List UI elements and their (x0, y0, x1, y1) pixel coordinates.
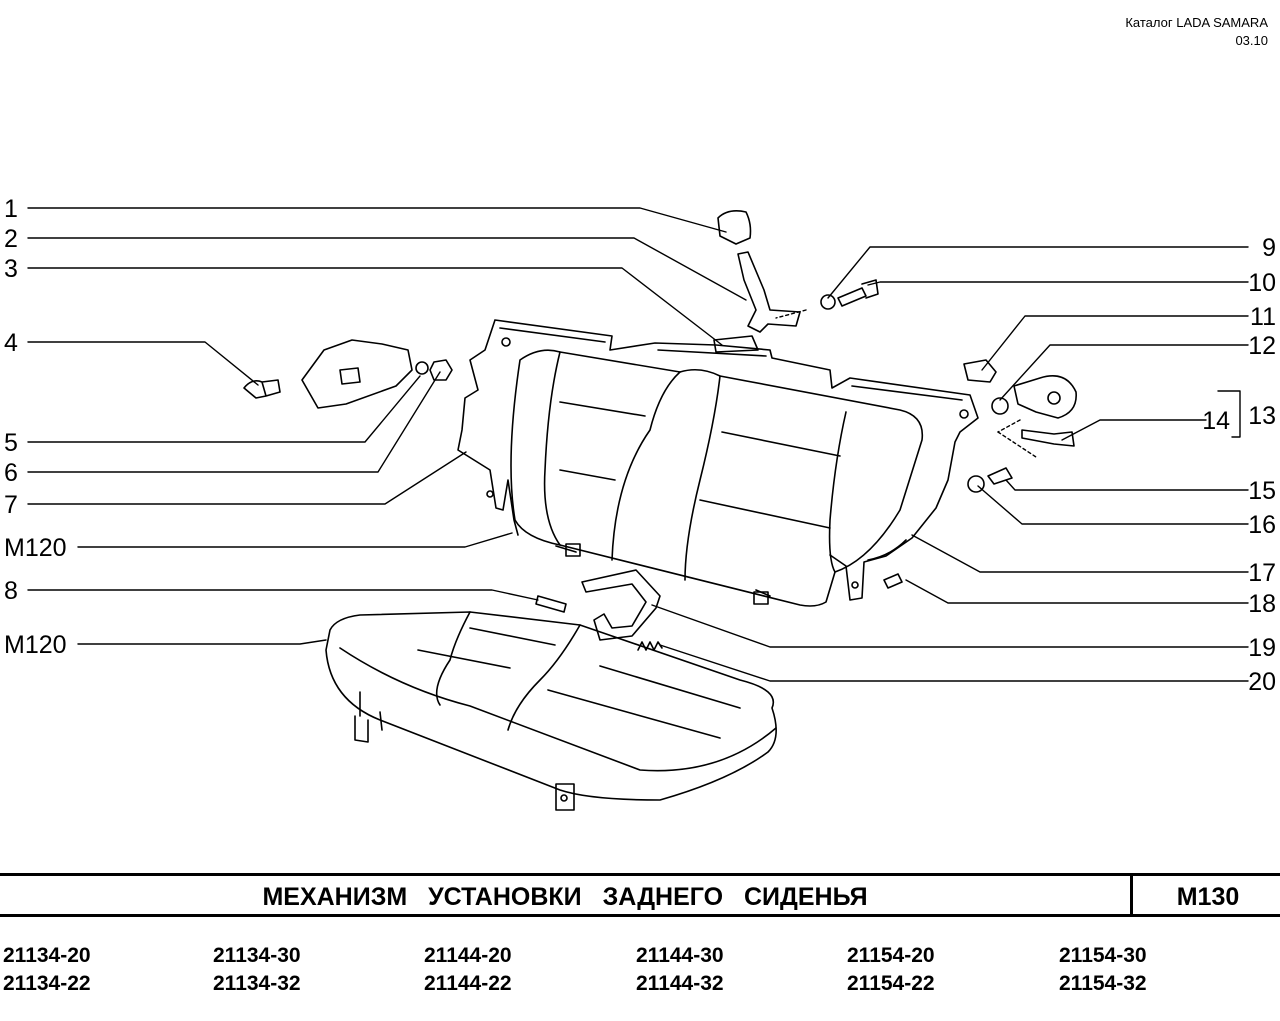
seat-back-frame (457, 319, 979, 601)
seat-cushion (325, 611, 777, 811)
model-row-2: 21134-22 21134-32 21144-22 21144-32 2115… (0, 972, 1280, 1000)
bracket-part-3 (713, 335, 759, 353)
model-code: 21144-22 (424, 972, 512, 995)
screw-part-18 (883, 573, 903, 589)
callout-labels: 1 2 3 4 5 6 7 M120 8 M120 9 10 11 12 13 … (4, 195, 1276, 696)
callout-20: 20 (1248, 668, 1276, 696)
model-code: 21134-30 (213, 944, 301, 967)
callout-9: 9 (1262, 234, 1276, 262)
model-code: 21154-22 (847, 972, 935, 995)
bushing-part-12 (991, 397, 1009, 415)
callout-7: 7 (4, 491, 18, 519)
model-row-1: 21134-20 21134-30 21144-20 21144-30 2115… (0, 944, 1280, 972)
catalog-header: Каталог LADA SAMARA 03.10 (1125, 14, 1268, 50)
model-code: 21154-20 (847, 944, 935, 967)
catalog-name: Каталог LADA SAMARA (1125, 15, 1268, 30)
model-code: 21134-22 (3, 972, 91, 995)
model-code: 21134-20 (3, 944, 91, 967)
callout-12: 12 (1248, 332, 1276, 360)
clip-part-11 (963, 359, 997, 383)
model-code: 21144-30 (636, 944, 724, 967)
callout-1: 1 (4, 195, 18, 223)
model-code: 21154-30 (1059, 944, 1147, 967)
section-code: M130 (1176, 883, 1240, 911)
page-title: МЕХАНИЗМ УСТАНОВКИ ЗАДНЕГО СИДЕНЬЯ (0, 876, 1133, 914)
catalog-date: 03.10 (1235, 33, 1268, 48)
callout-11: 11 (1250, 303, 1276, 331)
title-bar: МЕХАНИЗМ УСТАНОВКИ ЗАДНЕГО СИДЕНЬЯ M130 (0, 873, 1280, 917)
callout-5: 5 (4, 429, 18, 457)
callout-17: 17 (1248, 559, 1276, 587)
washer-part-5 (415, 361, 429, 375)
callout-13: 13 (1248, 402, 1276, 430)
lever-part-2 (737, 251, 801, 333)
nut-part-6 (429, 359, 453, 381)
callout-m120-cushion: M120 (4, 631, 67, 659)
u-bracket-part-19 (581, 569, 661, 641)
callout-2: 2 (4, 225, 18, 253)
callout-15: 15 (1248, 477, 1276, 505)
frame-hook-part-17 (867, 539, 907, 561)
callout-18: 18 (1248, 590, 1276, 618)
model-code: 21154-32 (1059, 972, 1147, 995)
callout-m120-back: M120 (4, 534, 67, 562)
seat-mechanism-diagram: 1 2 3 4 5 6 7 M120 8 M120 9 10 11 12 13 … (4, 195, 1276, 811)
bolt-part-4 (243, 379, 281, 399)
seat-back-cushion (510, 349, 924, 607)
callout-14: 14 (1202, 407, 1230, 435)
callout-8: 8 (4, 577, 18, 605)
callout-6: 6 (4, 459, 18, 487)
callout-19: 19 (1248, 634, 1276, 662)
spring-part-20 (637, 641, 663, 651)
latch-housing-part-13 (1013, 375, 1077, 419)
pin-part-8 (535, 595, 567, 613)
screw-part-10 (837, 279, 879, 307)
callout-10: 10 (1248, 269, 1276, 297)
lock-bracket (301, 339, 413, 409)
washer-part-9 (820, 294, 836, 310)
leader-lines (27, 207, 1249, 682)
model-code: 21144-32 (636, 972, 724, 995)
model-code: 21134-32 (213, 972, 301, 995)
pin-part-14 (1021, 429, 1075, 447)
callout-4: 4 (4, 329, 18, 357)
screw-part-15 (987, 467, 1013, 485)
model-code: 21144-20 (424, 944, 512, 967)
knob-part-1 (717, 210, 752, 245)
callout-3: 3 (4, 255, 18, 283)
callout-16: 16 (1248, 511, 1276, 539)
washer-part-16 (967, 475, 985, 493)
